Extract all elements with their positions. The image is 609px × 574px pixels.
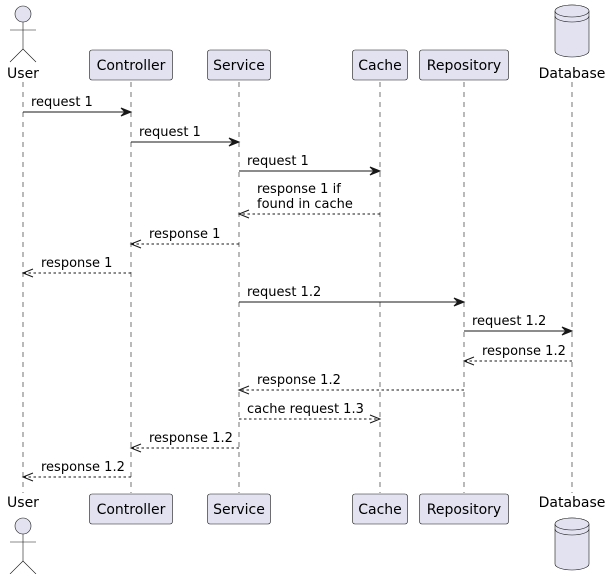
participant-controller-bottom: Controller — [89, 493, 173, 525]
message-5: response 1 — [129, 227, 239, 249]
participant-label: Repository — [427, 58, 501, 74]
message-label: response 1.2 — [257, 373, 341, 388]
participant-repository-bottom: Repository — [419, 493, 509, 525]
participant-label: Controller — [97, 502, 166, 518]
participant-label: Repository — [427, 502, 501, 518]
participant-box — [207, 493, 271, 525]
participant-label: Cache — [358, 502, 402, 518]
participant-repository-top: Repository — [419, 49, 509, 81]
database-cylinder-icon — [554, 4, 590, 58]
message-3: request 1 — [239, 154, 382, 176]
participant-controller-top: Controller — [89, 49, 173, 81]
arrowhead-icon — [21, 472, 34, 482]
participant-label: Database — [539, 495, 606, 511]
lifelines — [22, 82, 573, 493]
message-9: response 1.2 — [462, 344, 572, 366]
arrowhead-icon — [369, 414, 382, 424]
participants: UserUserControllerControllerServiceServi… — [7, 4, 606, 574]
message-label: response 1.2 — [41, 460, 125, 475]
message-10: response 1.2 — [237, 373, 464, 395]
message-label: request 1 — [31, 95, 93, 110]
message-label: response 1.2 — [149, 431, 233, 446]
message-7: request 1.2 — [239, 285, 466, 307]
actor-user-bottom: User — [7, 495, 39, 574]
message-11: cache request 1.3 — [239, 402, 382, 424]
participant-label: Database — [539, 66, 606, 82]
participant-box — [419, 49, 509, 81]
message-label: cache request 1.3 — [247, 402, 364, 417]
message-6: response 1 — [21, 256, 131, 278]
message-label: found in cache — [257, 197, 353, 212]
participant-box — [419, 493, 509, 525]
database-database-top: Database — [539, 4, 606, 82]
participant-label: Cache — [358, 58, 402, 74]
arrowhead-icon — [129, 443, 142, 453]
database-cylinder-icon — [554, 517, 590, 571]
messages: request 1 request 1 request 1 response 1 if… — [21, 95, 574, 482]
participant-service-bottom: Service — [207, 493, 271, 525]
database-database-bottom: Database — [539, 495, 606, 571]
message-12: response 1.2 — [129, 431, 239, 453]
participant-service-top: Service — [207, 49, 271, 81]
participant-box — [89, 49, 173, 81]
arrowhead-icon — [462, 356, 475, 366]
arrowhead-icon — [369, 166, 382, 176]
message-label: request 1.2 — [247, 285, 321, 300]
message-label: request 1.2 — [472, 314, 546, 329]
message-label: response 1 if — [257, 182, 341, 197]
participant-box — [352, 49, 408, 81]
message-label: response 1 — [149, 227, 220, 242]
arrowhead-icon — [228, 137, 241, 147]
message-2: request 1 — [131, 125, 241, 147]
arrowhead-icon — [237, 209, 250, 219]
participant-label: Controller — [97, 58, 166, 74]
arrowhead-icon — [237, 385, 250, 395]
arrowhead-icon — [561, 326, 574, 336]
participant-box — [352, 493, 408, 525]
message-label: request 1 — [247, 154, 309, 169]
participant-box — [89, 493, 173, 525]
actor-figure-icon — [9, 5, 37, 63]
participant-label: User — [7, 495, 39, 511]
message-8: request 1.2 — [464, 314, 574, 336]
participant-box — [207, 49, 271, 81]
actor-figure-icon — [9, 517, 37, 574]
message-label: response 1 — [41, 256, 112, 271]
message-label: response 1.2 — [482, 344, 566, 359]
message-13: response 1.2 — [21, 460, 131, 482]
participant-label: Service — [213, 58, 265, 74]
arrowhead-icon — [120, 107, 133, 117]
participant-cache-bottom: Cache — [352, 493, 408, 525]
message-label: request 1 — [139, 125, 201, 140]
participant-label: Service — [213, 502, 265, 518]
participant-label: User — [7, 66, 39, 82]
arrowhead-icon — [129, 239, 142, 249]
message-1: request 1 — [23, 95, 133, 117]
actor-user-top: User — [7, 5, 39, 82]
participant-cache-top: Cache — [352, 49, 408, 81]
arrowhead-icon — [21, 268, 34, 278]
arrowhead-icon — [453, 297, 466, 307]
